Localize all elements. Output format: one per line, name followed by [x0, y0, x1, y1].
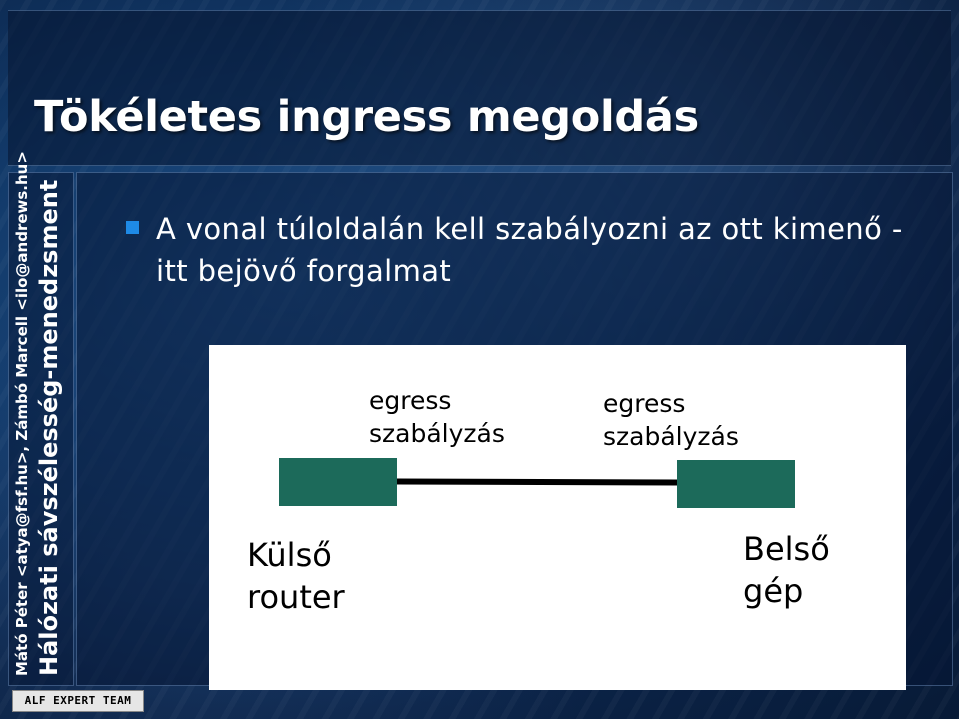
right-egress-label: egress szabályzás [603, 389, 739, 451]
connection-line [396, 478, 678, 486]
bullet-text: A vonal túloldalán kell szabályozni az o… [156, 212, 903, 288]
bullet-square-icon [126, 221, 139, 234]
diagram: egress szabályzás egress szabályzás Küls… [209, 345, 906, 690]
sidebar-course-title: Hálózati sávszélesség-menedzsment [35, 179, 63, 676]
sidebar-panel [8, 172, 74, 686]
external-router-box [279, 458, 397, 506]
internal-host-box [677, 460, 795, 508]
left-egress-label: egress szabályzás [369, 386, 505, 448]
title-band [8, 10, 951, 166]
external-router-label: Külső router [247, 536, 345, 616]
internal-host-label: Belső gép [743, 530, 830, 610]
alf-expert-team-logo: ALF EXPERT TEAM [12, 690, 144, 712]
sidebar-text: Mátó Péter <atya@fsf.hu>, Zámbó Marcell … [12, 151, 72, 676]
sidebar-authors: Mátó Péter <atya@fsf.hu>, Zámbó Marcell … [13, 151, 31, 676]
slide-title: Tökéletes ingress megoldás [34, 92, 699, 142]
